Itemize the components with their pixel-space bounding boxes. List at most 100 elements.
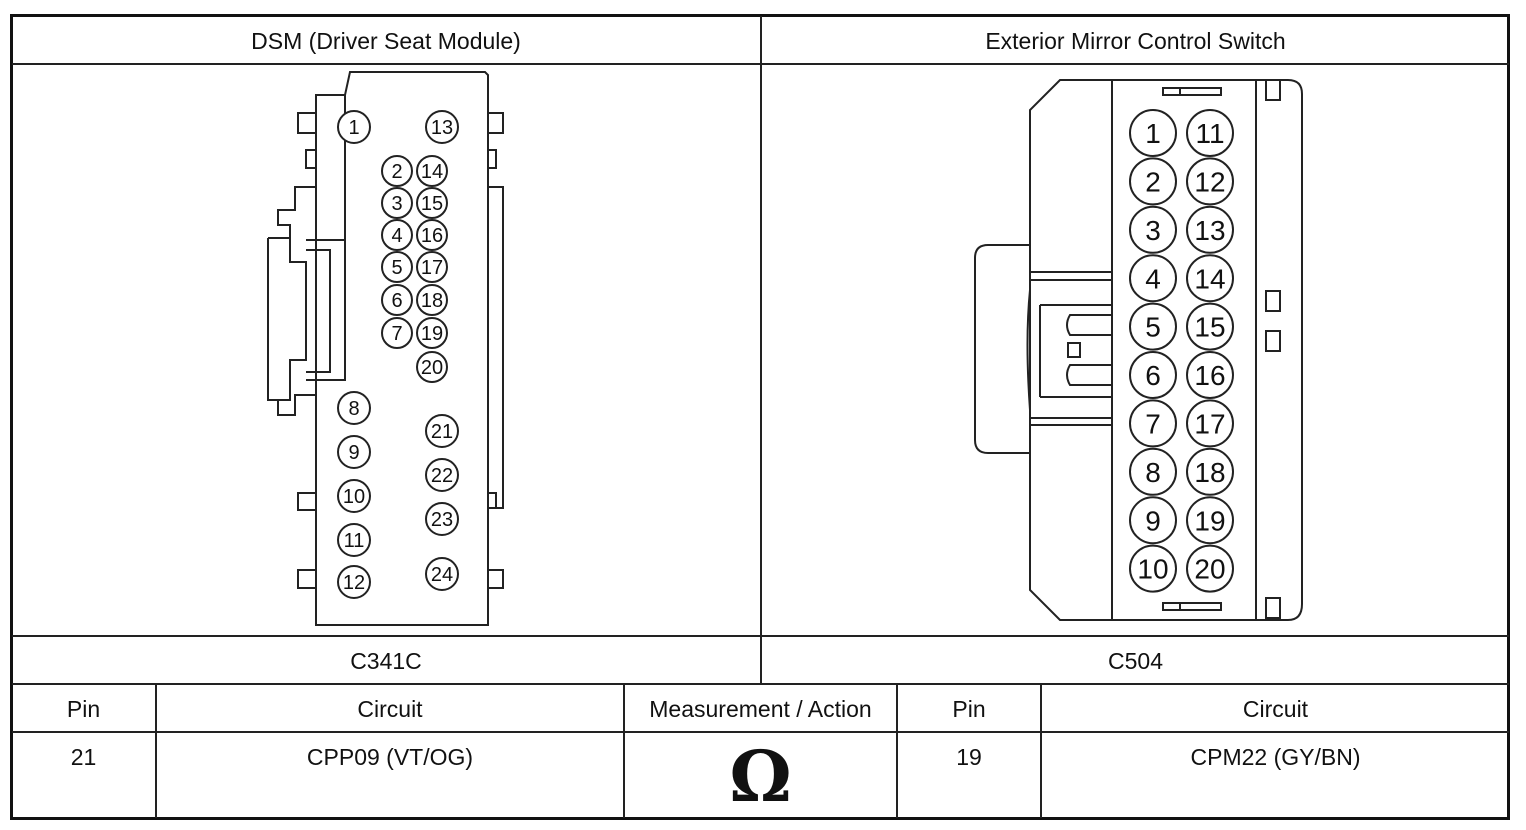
svg-text:11: 11 bbox=[344, 530, 365, 552]
svg-text:3: 3 bbox=[1145, 215, 1161, 246]
mirror-pin-12: 12 bbox=[1186, 157, 1234, 206]
row-circuit-a: CPP09 (VT/OG) bbox=[306, 744, 474, 770]
svg-text:10: 10 bbox=[1137, 554, 1168, 585]
mirror-pin-19: 19 bbox=[1186, 496, 1234, 545]
dsm-pin-15: 15 bbox=[416, 187, 448, 219]
dsm-pin-3: 3 bbox=[381, 187, 413, 219]
svg-text:22: 22 bbox=[431, 465, 453, 487]
svg-text:16: 16 bbox=[1194, 360, 1225, 391]
mirror-pin-10: 10 bbox=[1129, 544, 1177, 593]
svg-text:5: 5 bbox=[1145, 312, 1161, 343]
svg-text:10: 10 bbox=[343, 486, 365, 508]
mirror-pin-16: 16 bbox=[1186, 351, 1234, 399]
svg-text:16: 16 bbox=[421, 225, 443, 247]
svg-text:6: 6 bbox=[391, 290, 402, 312]
mirror-pin-5: 5 bbox=[1129, 302, 1177, 351]
mirror-pin-3: 3 bbox=[1129, 205, 1177, 254]
svg-text:7: 7 bbox=[1145, 408, 1161, 439]
dsm-connector-id: C341C bbox=[350, 648, 422, 674]
svg-text:12: 12 bbox=[343, 572, 365, 594]
svg-text:9: 9 bbox=[1145, 505, 1161, 536]
svg-text:1: 1 bbox=[1145, 118, 1161, 149]
svg-text:17: 17 bbox=[421, 257, 443, 279]
svg-text:4: 4 bbox=[391, 225, 402, 247]
dsm-header: DSM (Driver Seat Module) bbox=[251, 28, 521, 54]
svg-text:15: 15 bbox=[421, 193, 443, 215]
table-header-divider bbox=[12, 731, 1509, 733]
svg-text:3: 3 bbox=[391, 193, 402, 215]
svg-text:2: 2 bbox=[391, 161, 402, 183]
dsm-connector-housing bbox=[267, 71, 504, 626]
mirror-pin-13: 13 bbox=[1186, 205, 1234, 254]
dsm-pin-7: 7 bbox=[381, 317, 413, 349]
center-divider bbox=[760, 16, 762, 684]
svg-text:18: 18 bbox=[1194, 457, 1225, 488]
mirror-pin-9: 9 bbox=[1129, 496, 1177, 545]
svg-text:13: 13 bbox=[431, 117, 453, 139]
mirror-pin-18: 18 bbox=[1186, 447, 1234, 496]
dsm-pin-24: 24 bbox=[425, 557, 459, 591]
col-divider-3 bbox=[896, 684, 898, 818]
connector-id-divider bbox=[12, 683, 1509, 685]
dsm-pin-11: 11 bbox=[337, 523, 371, 557]
pinout-table-frame bbox=[10, 14, 1510, 820]
dsm-pin-1: 1 bbox=[337, 110, 371, 144]
table-header-pin-b: Pin bbox=[952, 696, 986, 722]
dsm-pin-9: 9 bbox=[337, 435, 371, 469]
mirror-pin-8: 8 bbox=[1129, 447, 1177, 496]
dsm-pin-12: 12 bbox=[337, 565, 371, 599]
table-header-measurement: Measurement / Action bbox=[649, 696, 872, 722]
svg-text:12: 12 bbox=[1194, 166, 1225, 197]
mirror-pin-20: 20 bbox=[1186, 544, 1234, 593]
dsm-pin-13: 13 bbox=[425, 110, 459, 144]
svg-text:4: 4 bbox=[1145, 263, 1161, 294]
svg-text:9: 9 bbox=[348, 442, 359, 464]
dsm-pin-17: 17 bbox=[416, 251, 448, 283]
svg-text:11: 11 bbox=[1195, 118, 1224, 149]
svg-text:2: 2 bbox=[1145, 166, 1161, 197]
mirror-pin-4: 4 bbox=[1129, 254, 1177, 303]
dsm-pin-20: 20 bbox=[416, 351, 448, 383]
dsm-pin-18: 18 bbox=[416, 284, 448, 316]
svg-text:18: 18 bbox=[421, 290, 443, 312]
dsm-pin-4: 4 bbox=[381, 219, 413, 251]
mirror-pin-17: 17 bbox=[1186, 399, 1234, 448]
svg-text:14: 14 bbox=[421, 161, 443, 183]
dsm-pin-23: 23 bbox=[425, 502, 459, 536]
dsm-pin-22: 22 bbox=[425, 458, 459, 492]
svg-text:14: 14 bbox=[1194, 263, 1225, 294]
svg-text:13: 13 bbox=[1194, 215, 1225, 246]
dsm-pin-19: 19 bbox=[416, 317, 448, 349]
mirror-pin-11: 11 bbox=[1186, 109, 1234, 157]
svg-text:5: 5 bbox=[391, 257, 402, 279]
dsm-pin-10: 10 bbox=[337, 479, 371, 513]
mirror-pin-7: 7 bbox=[1129, 399, 1177, 448]
dsm-pin-21: 21 bbox=[425, 414, 459, 448]
dsm-pin-16: 16 bbox=[416, 219, 448, 251]
row-pin-a: 21 bbox=[70, 744, 97, 770]
svg-text:20: 20 bbox=[1194, 554, 1225, 585]
svg-text:8: 8 bbox=[348, 398, 359, 420]
mirror-switch-header: Exterior Mirror Control Switch bbox=[985, 28, 1286, 54]
svg-text:8: 8 bbox=[1145, 457, 1161, 488]
ohm-symbol-icon: Ω bbox=[729, 735, 792, 818]
mirror-connector-id: C504 bbox=[1108, 648, 1163, 674]
col-divider-2 bbox=[623, 684, 625, 818]
svg-text:23: 23 bbox=[431, 509, 453, 531]
col-divider-1 bbox=[155, 684, 157, 818]
svg-text:24: 24 bbox=[431, 564, 453, 586]
col-divider-4 bbox=[1040, 684, 1042, 818]
mirror-connector-housing bbox=[974, 79, 1303, 621]
table-header-circuit-a: Circuit bbox=[357, 696, 423, 722]
dsm-pin-8: 8 bbox=[337, 391, 371, 425]
svg-text:20: 20 bbox=[421, 357, 443, 379]
dsm-pin-5: 5 bbox=[381, 251, 413, 283]
mirror-pin-14: 14 bbox=[1186, 254, 1234, 303]
mirror-pin-2: 2 bbox=[1129, 157, 1177, 206]
mirror-pin-15: 15 bbox=[1186, 302, 1234, 351]
svg-text:21: 21 bbox=[431, 421, 453, 443]
